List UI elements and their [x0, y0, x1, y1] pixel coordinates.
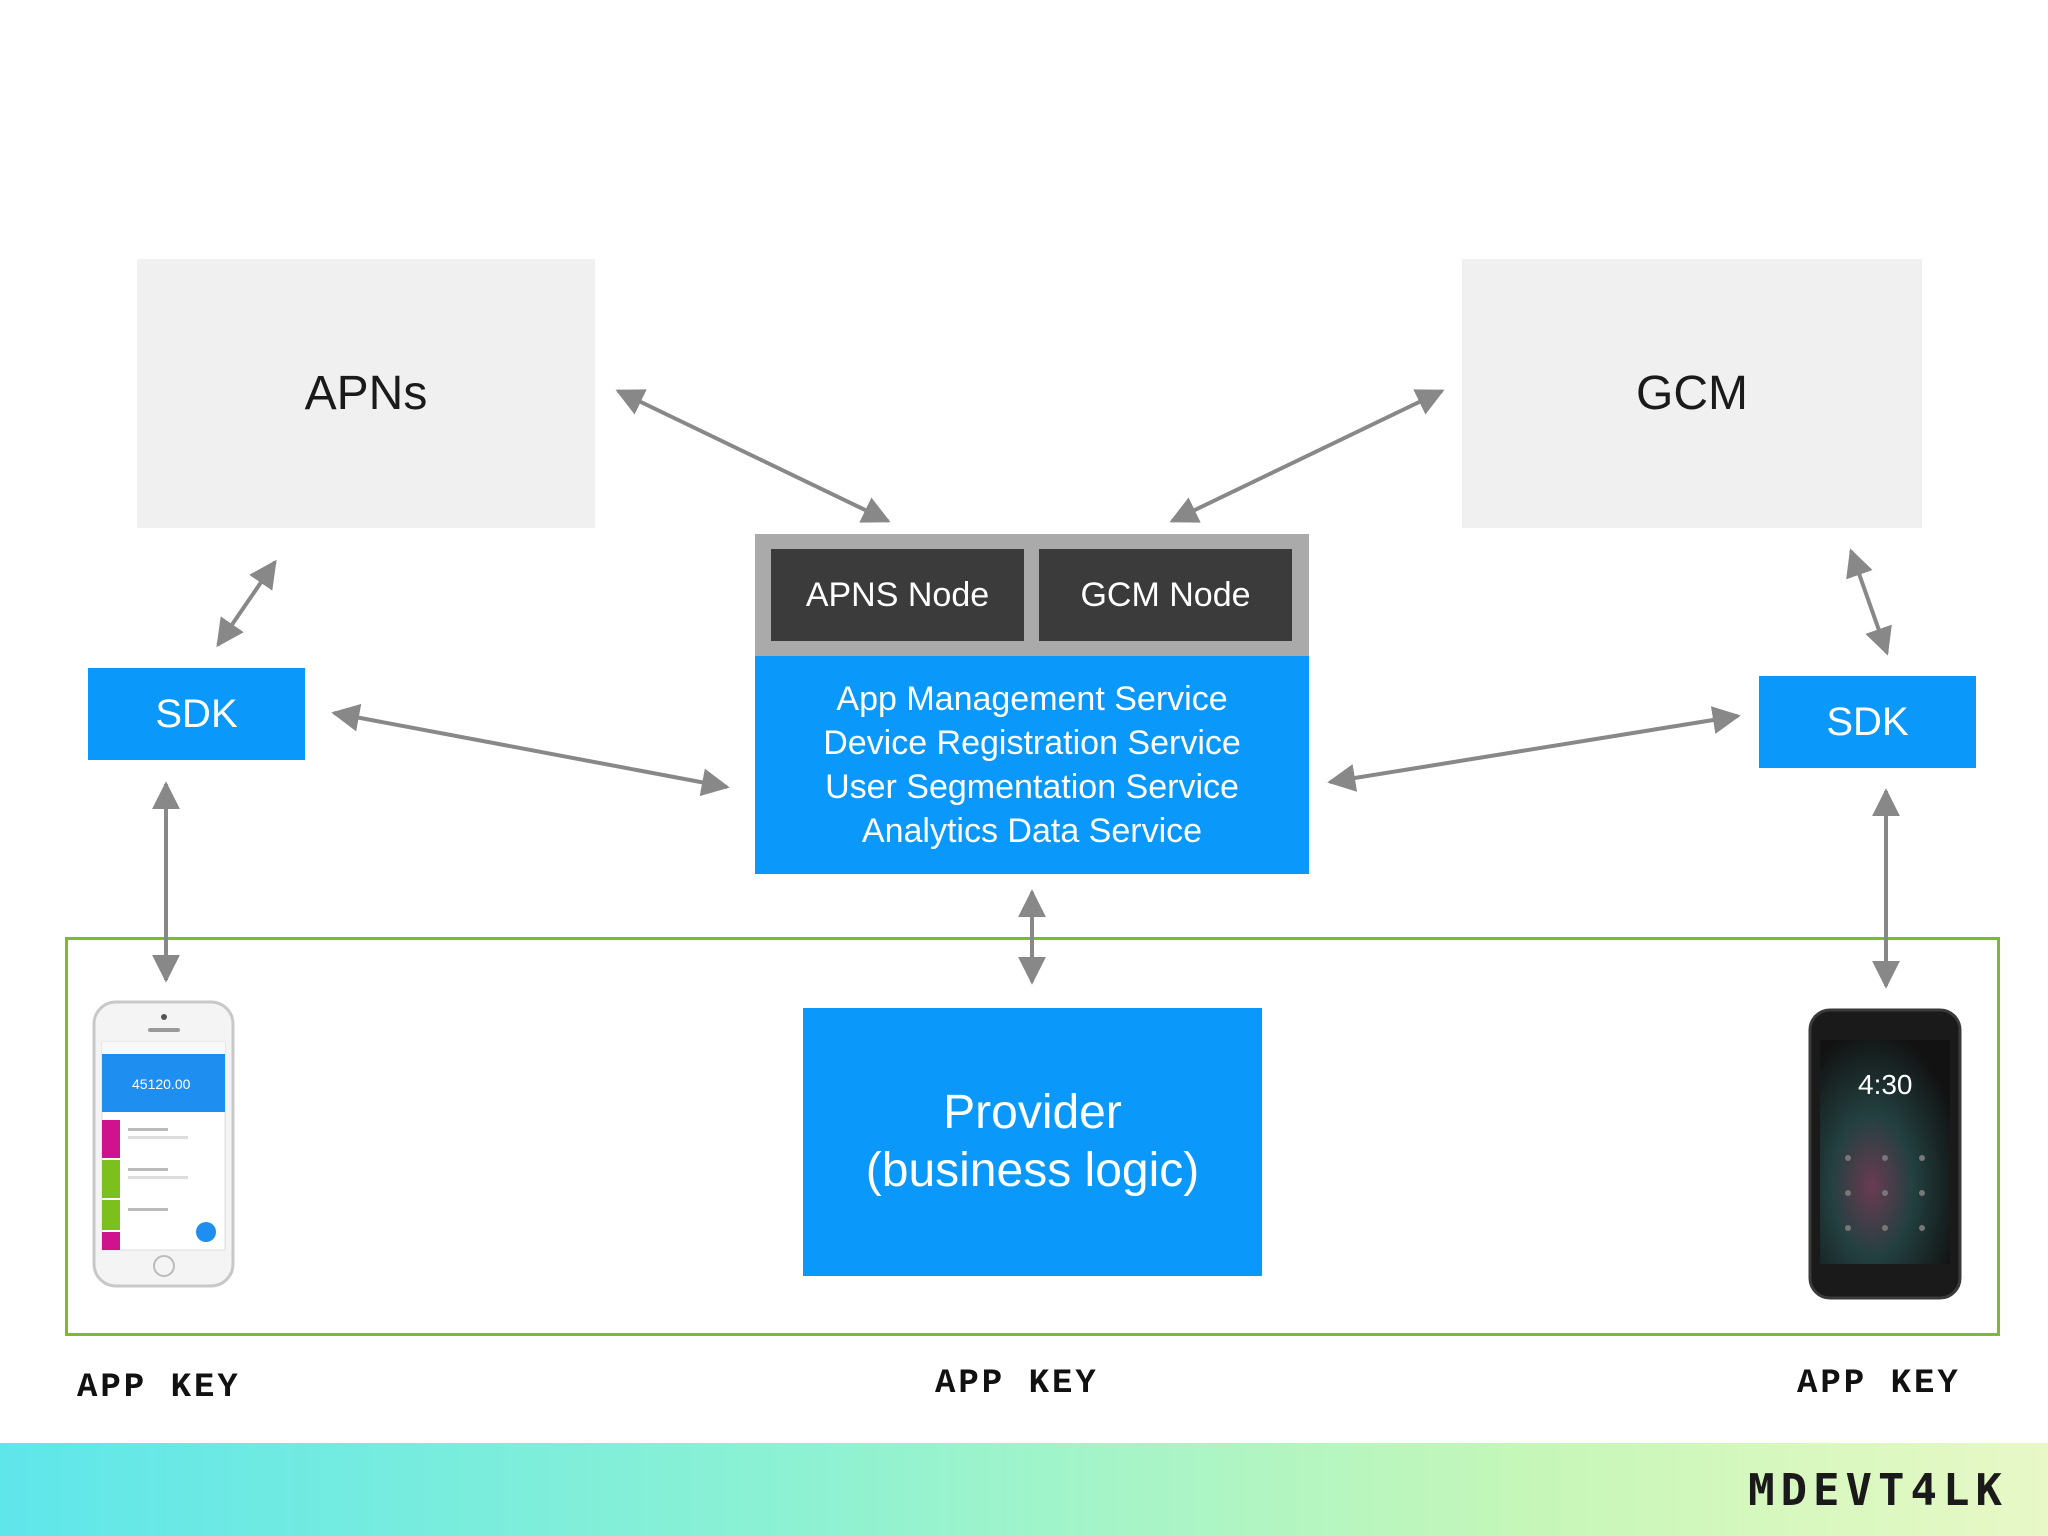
provider-line2: (business logic): [865, 1144, 1200, 1197]
provider-box: Provider (business logic): [803, 1008, 1262, 1276]
sdk-right-label: SDK: [1826, 699, 1909, 744]
gcm-node: GCM Node: [1039, 549, 1292, 641]
service-item: Device Registration Service: [823, 724, 1241, 762]
service-item: App Management Service: [836, 680, 1228, 718]
apns-node: APNS Node: [771, 549, 1024, 641]
gcm-box: GCM: [1462, 259, 1922, 528]
arrow-apns-to-sdk-left: [216, 559, 277, 648]
app-key-center: APP KEY: [935, 1365, 1099, 1403]
arrow-services-to-sdk-right: [1327, 706, 1741, 792]
arrow-gcm-to-sdk-right: [1846, 548, 1892, 656]
service-item: Analytics Data Service: [861, 812, 1203, 850]
mdevtalk-logo: MDEVT4LK: [1748, 1465, 2008, 1516]
arrow-apns-to-nodes: [615, 389, 891, 523]
footer-bar: MDEVT4LK: [0, 1443, 2048, 1536]
android-time: 4:30: [1858, 1069, 1913, 1100]
apns-label: APNs: [304, 367, 428, 420]
apns-box: APNs: [137, 259, 595, 528]
nodes-frame: APNS Node GCM Node: [755, 534, 1309, 656]
sdk-left-box: SDK: [88, 668, 305, 760]
sdk-left-label: SDK: [155, 691, 238, 736]
arrow-sdk-left-to-services: [331, 703, 730, 797]
app-key-right: APP KEY: [1797, 1365, 1961, 1403]
iphone-amount: 45120.00: [132, 1076, 191, 1092]
arrow-gcm-to-nodes: [1169, 389, 1445, 523]
sdk-right-box: SDK: [1759, 676, 1976, 768]
apns-node-label: APNS Node: [805, 575, 990, 614]
service-item: User Segmentation Service: [825, 768, 1239, 806]
android-phone-image: 4:30: [1808, 1008, 1962, 1300]
iphone-image: 45120.00: [92, 1000, 235, 1288]
app-key-left: APP KEY: [77, 1369, 241, 1407]
gcm-node-label: GCM Node: [1080, 575, 1251, 614]
provider-line1: Provider: [943, 1086, 1122, 1139]
gcm-label: GCM: [1636, 367, 1748, 420]
services-box: App Management Service Device Registrati…: [755, 656, 1309, 874]
